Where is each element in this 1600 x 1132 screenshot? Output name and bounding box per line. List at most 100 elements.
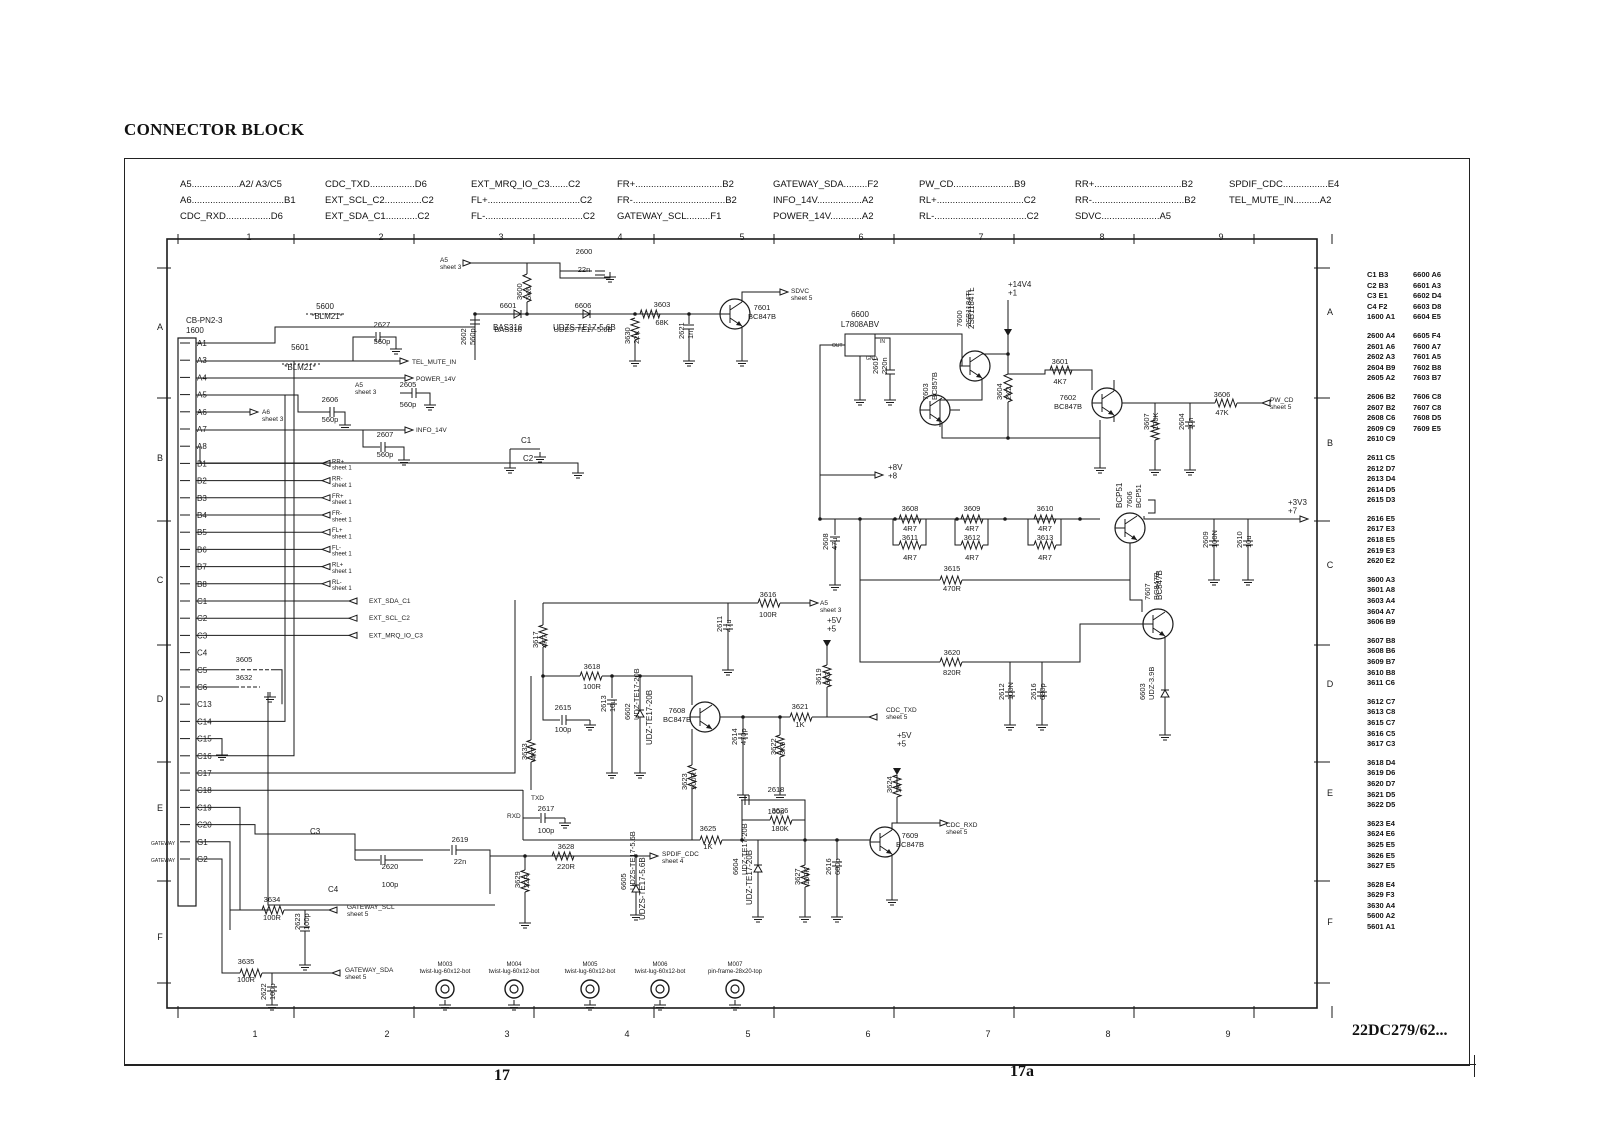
component-value: 100R [689,771,698,790]
component-index-row: 3622 D5 [1367,800,1396,810]
component-index-row: 3615 C7 [1367,717,1396,727]
component-ref: 3608 [902,504,919,513]
row-label: F [157,932,163,942]
column-label: 7 [985,1029,990,1039]
component-value: 100p [768,807,785,816]
component-value: 100N [1210,530,1219,548]
zener-6604 [753,863,763,873]
wire [602,675,693,705]
column-label: 8 [1099,232,1104,242]
junction-dot [1078,517,1082,521]
column-label: 4 [624,1029,629,1039]
net-arrow [809,599,820,607]
component-ref: 3613 [1037,533,1054,542]
signal-index-entry: RL-...................................C2 [919,211,1039,222]
wire [542,676,560,721]
component-value: 560p [322,415,339,424]
component-ref: 2621 [677,322,686,339]
net-arrow [1260,399,1271,407]
component-ref: 3623 [680,773,689,790]
net-label-c4: C4 [328,885,339,894]
component-value: 820R [943,668,962,677]
row-label: E [1327,788,1333,798]
column-label: 4 [617,232,622,242]
resistor-3634 [261,904,285,916]
component-ref: 3612 [964,533,981,542]
component-value: 22n [578,265,591,274]
component-index-row: 3621 D5 [1367,789,1396,799]
wire [892,519,899,546]
component-ref: 2607 [377,430,394,439]
wire [354,849,450,860]
component-index-row: 3620 D7 [1367,778,1396,788]
mounting-value: twist-lug-60x12-bot [565,969,616,975]
component-index-row: 2619 E3 [1367,545,1395,555]
column-label: 9 [1218,232,1223,242]
component-value: 680p [1038,683,1047,700]
column-label: 1 [246,232,251,242]
resistor-3626 [769,814,793,826]
component-ref: 2619 [452,835,469,844]
net-label-5v: +5V+5 [827,616,842,633]
row-label: B [1327,438,1333,448]
net-label-info14: INFO_14V [416,427,447,434]
resistor-3625 [699,834,723,846]
net-label-tel-mute: TEL_MUTE_IN [412,359,456,366]
component-value: 4R7 [1038,524,1052,533]
connector-pin-label: A8 [197,442,207,451]
signal-index-entry: RR+.................................B2 [1075,179,1193,190]
wire [272,669,283,705]
signal-index-entry: EXT_MRQ_IO_C3.......C2 [471,179,581,190]
component-index-row: 3617 C3 [1367,739,1396,749]
mounting-ref: M004 [506,962,522,968]
component-value: 100K [802,867,811,885]
component-ref: 3626 [772,806,789,815]
component-index-row: 3608 B6 [1367,646,1396,656]
component-index-row: 2613 D4 [1367,474,1396,484]
resistor-3613 [1033,539,1057,551]
zener-6603 [1160,688,1170,698]
net-arrow [404,374,415,382]
wire [385,446,405,455]
component-value: 10u [1244,535,1253,548]
transistor-7608 [706,724,712,729]
component-ref: 6603 [1138,683,1147,700]
component-index-row: 3625 E5 [1367,839,1395,849]
component-value: 3K9 [778,742,787,755]
wire [741,819,770,840]
component-value: UDZS-TE17-5.6B [638,857,647,920]
component-value: UDZ-TE17-20B [645,690,654,745]
component-index-row: 3604 A7 [1367,606,1396,616]
resistor-3610 [1033,513,1057,525]
component-ref: 3611 [902,533,918,542]
component-ref: 3601 [1052,357,1069,366]
net-arrow [320,545,331,554]
signal-index-entry: RR-...................................B2 [1075,195,1196,206]
component-value: BC847B [896,840,924,849]
component-ref: 3627 [793,868,802,885]
column-label: 9 [1225,1029,1230,1039]
net-arrow [330,969,341,977]
resistor-3601 [1049,364,1073,376]
component-value: 220R [557,862,576,871]
resistor-3615 [939,574,963,586]
net-label-audio: RR+sheet 1 [332,459,352,471]
wire [741,291,780,302]
mounting-hole [580,979,600,999]
wire [939,378,983,427]
net-label-c1: C1 [521,436,532,445]
component-value: 47u [724,619,733,632]
net-label-power14: POWER_14V [416,376,456,383]
resistor-3612 [960,539,984,551]
column-label: 8 [1105,1029,1110,1039]
junction-dot [955,517,959,521]
component-ref: 7608 [669,706,686,715]
component-value: 100p [555,725,572,734]
